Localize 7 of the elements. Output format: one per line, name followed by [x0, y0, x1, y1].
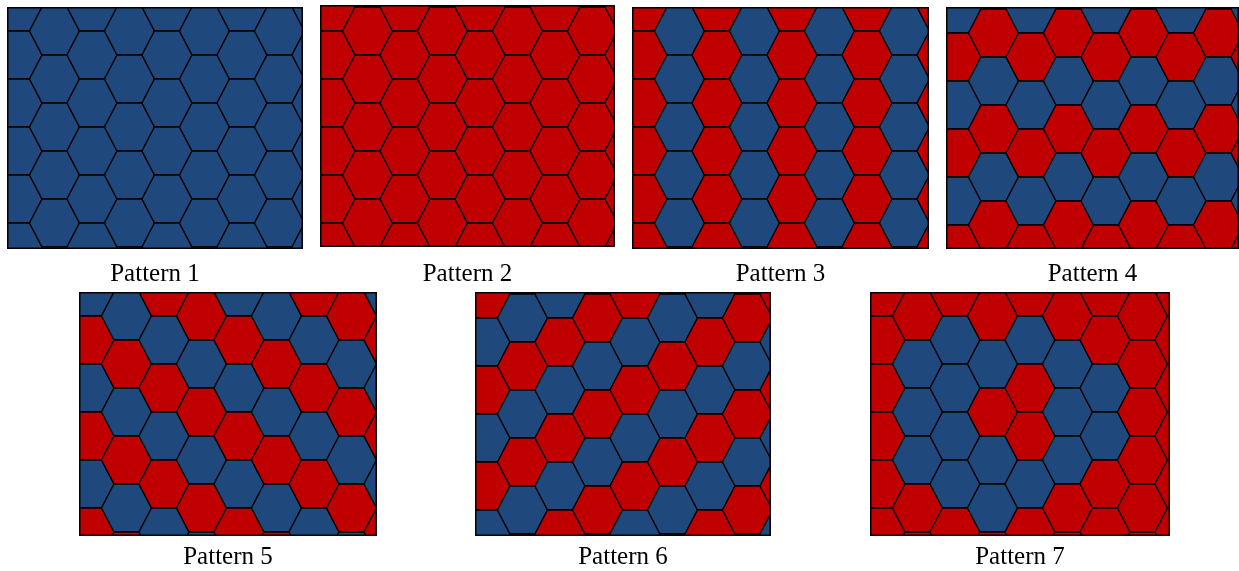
pattern-label: Pattern 3	[735, 260, 826, 285]
pattern-label: Pattern 7	[975, 543, 1065, 568]
pattern-label: Pattern 1	[110, 260, 200, 285]
pattern-label: Pattern 6	[578, 543, 668, 568]
pattern-label: Pattern 2	[422, 260, 513, 285]
pattern-label: Pattern 5	[183, 543, 273, 568]
pattern-label: Pattern 4	[1047, 260, 1138, 285]
